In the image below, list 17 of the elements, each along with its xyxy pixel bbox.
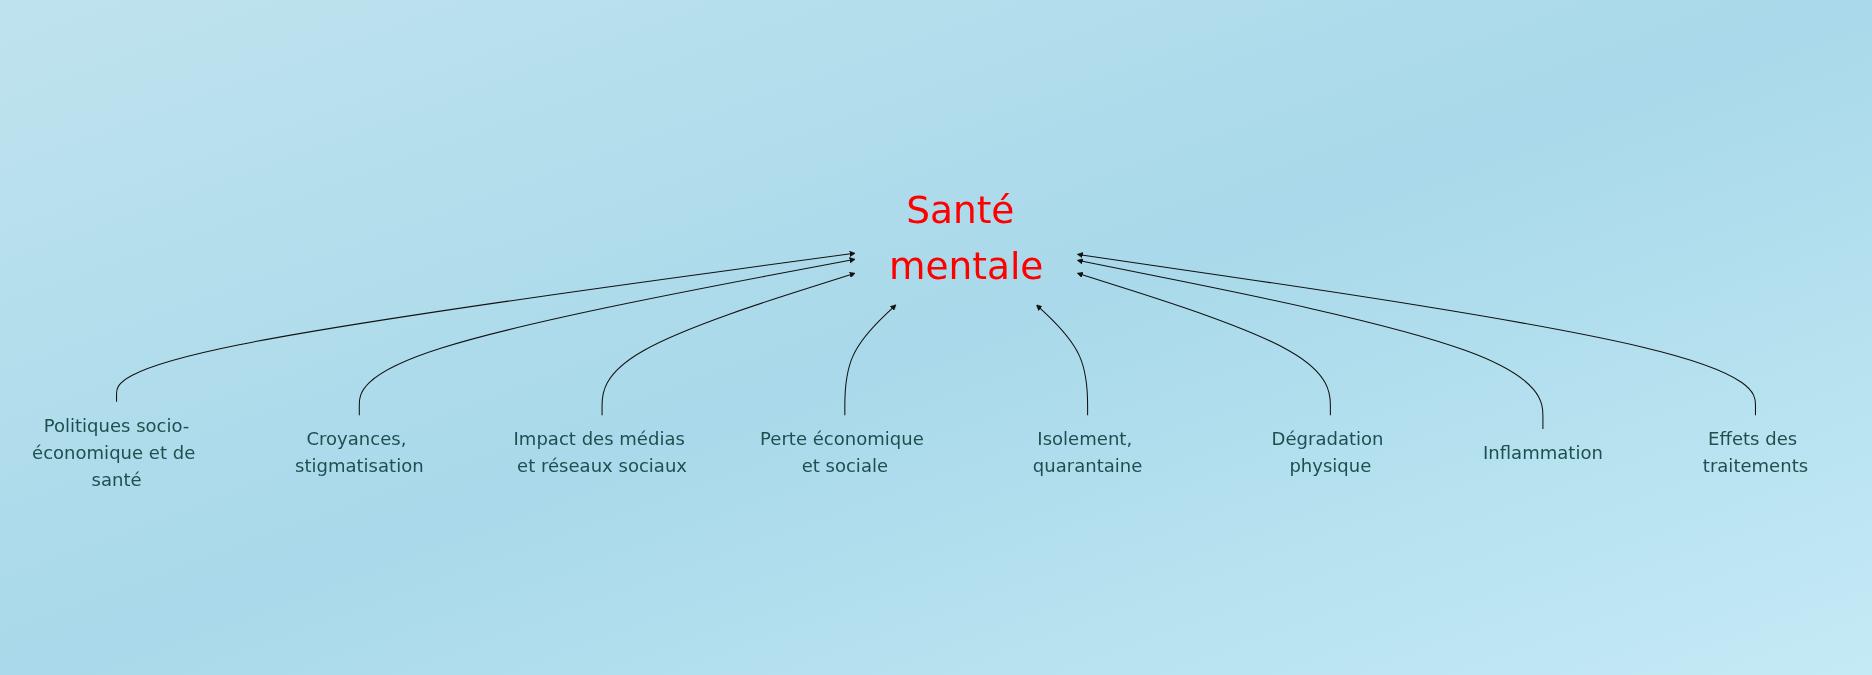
node-text: Dégradation physique xyxy=(1271,428,1384,477)
node-text: Santé mentale xyxy=(889,188,1044,288)
node-text: Isolement, quarantaine xyxy=(1032,428,1143,477)
arrow xyxy=(1076,271,1331,416)
node-text: Croyances, stigmatisation xyxy=(294,428,424,477)
arrow xyxy=(844,304,897,416)
arrow xyxy=(601,271,856,416)
node-text: Politiques socio-économique et de santé xyxy=(32,414,196,490)
node-text: Perte économique et sociale xyxy=(760,428,924,477)
node-text: Impact des médias et réseaux sociaux xyxy=(513,428,688,477)
arrow xyxy=(116,250,856,403)
arrow xyxy=(1036,304,1089,416)
arrow xyxy=(358,257,856,416)
node-text: Effets des traitements xyxy=(1702,428,1809,477)
node-text: Inflammation xyxy=(1482,441,1603,463)
arrow xyxy=(1076,251,1756,416)
arrow xyxy=(1076,258,1544,430)
